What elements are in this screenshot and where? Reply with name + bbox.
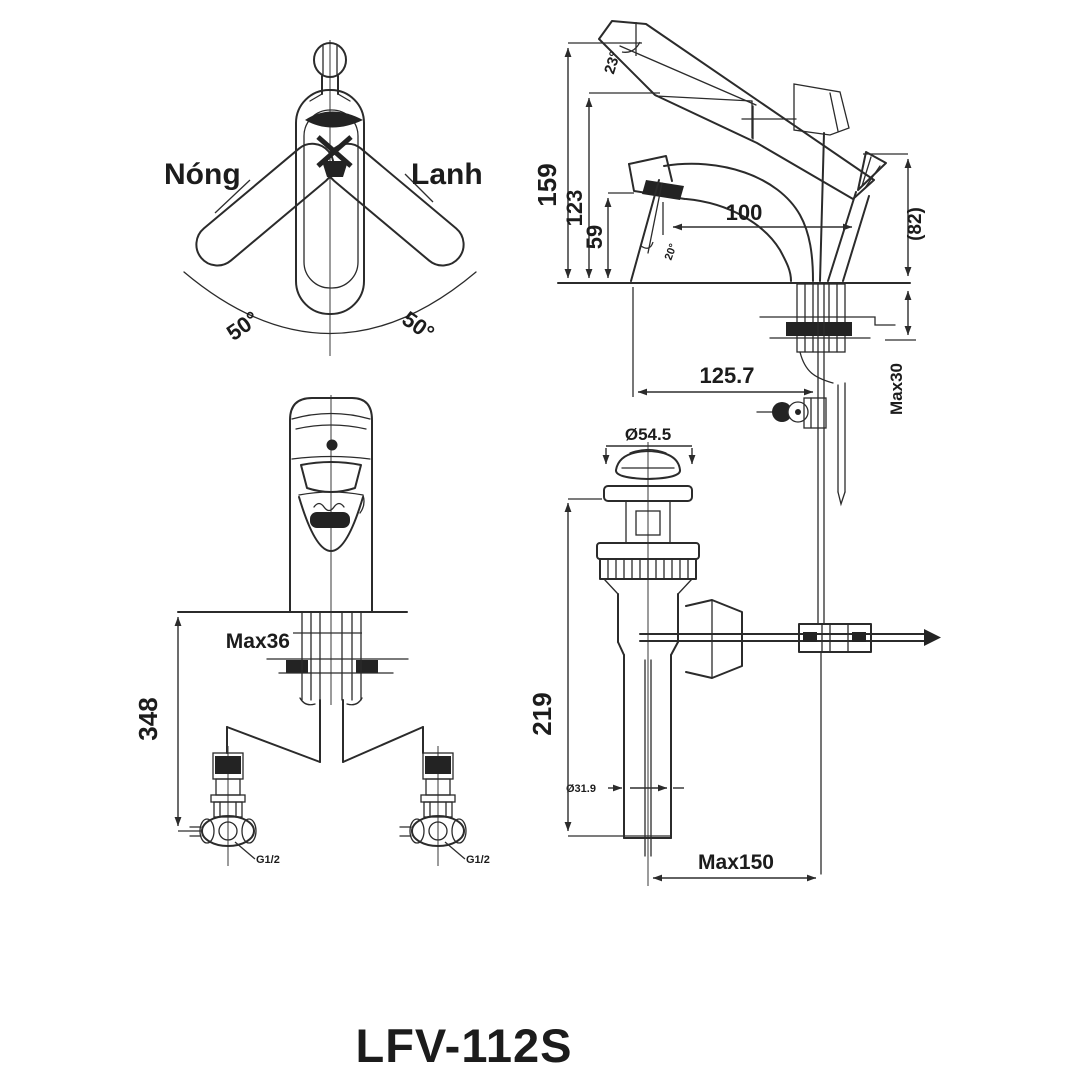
angle-valve-left: G1/2 <box>189 746 280 866</box>
hot-label: Nóng <box>164 158 241 191</box>
dim-348-label: 348 <box>133 697 163 740</box>
handle-blade <box>598 20 875 200</box>
angle-valve-right: G1/2 <box>399 746 490 866</box>
handle-angle-label: 23° <box>601 49 624 76</box>
rod-reach-label: Max150 <box>698 851 774 874</box>
side-view: 159 123 59 23° 100 20° (82) Max30 125.7 <box>532 20 926 875</box>
body-dot-detail <box>326 439 338 451</box>
cold-leader-line <box>404 173 434 203</box>
hot-leader-line <box>214 179 251 214</box>
swing-arc <box>183 271 477 334</box>
threaded-shank <box>299 611 363 706</box>
right-thread-label: G1/2 <box>466 854 490 866</box>
lever-blade-left <box>195 142 335 267</box>
rod-clamp <box>798 623 872 653</box>
lift-rod <box>639 629 941 646</box>
deck-max36-label: Max36 <box>226 630 290 653</box>
dim-1257-label: 125.7 <box>699 363 754 388</box>
flange-dia-label: Ø54.5 <box>625 425 671 444</box>
lever-cap-shadow <box>305 111 363 128</box>
pivot-cross-mark <box>316 135 353 177</box>
lever-body-outline <box>295 89 365 315</box>
rod-height-label: (82) <box>905 207 926 241</box>
model-title: LFV-112S <box>356 1019 573 1072</box>
dim-123-label: 123 <box>562 190 587 227</box>
supply-hoses <box>226 699 424 763</box>
dim-219-label: 219 <box>527 692 557 735</box>
mounting-shank <box>759 283 896 507</box>
faucet-body <box>628 132 825 282</box>
left-swing-angle-label: 50° <box>222 306 264 346</box>
top-view: Nóng Lanh 50° 50° <box>164 40 483 356</box>
rod-guide-detail <box>756 397 827 429</box>
dim-100-label: 100 <box>726 200 763 225</box>
spout-outlet <box>642 180 684 200</box>
spout-angle-label: 20° <box>663 242 680 262</box>
left-thread-label: G1/2 <box>256 854 280 866</box>
knurled-nut <box>599 558 697 580</box>
cartridge-neck <box>655 83 850 140</box>
cold-label: Lanh <box>411 158 483 191</box>
tee-nut <box>685 599 743 679</box>
drain-view: Ø54.5 <box>527 425 941 886</box>
deck-max30-label: Max30 <box>887 363 906 415</box>
front-view: G1/2 G1/2 Max36 348 <box>133 395 490 866</box>
dim-159-label: 159 <box>532 163 562 206</box>
handle-front <box>300 461 362 493</box>
right-swing-angle-label: 50° <box>398 306 440 346</box>
spout-under-arc <box>298 496 364 552</box>
pipe-dia-label: Ø31.9 <box>566 783 596 795</box>
spout-front-outlet <box>310 512 350 528</box>
pull-rod-knob <box>827 151 887 282</box>
lever-body-inner <box>303 109 359 289</box>
popup-cap <box>615 450 681 480</box>
front-body-outline <box>289 397 373 613</box>
dim-59-label: 59 <box>582 225 607 249</box>
